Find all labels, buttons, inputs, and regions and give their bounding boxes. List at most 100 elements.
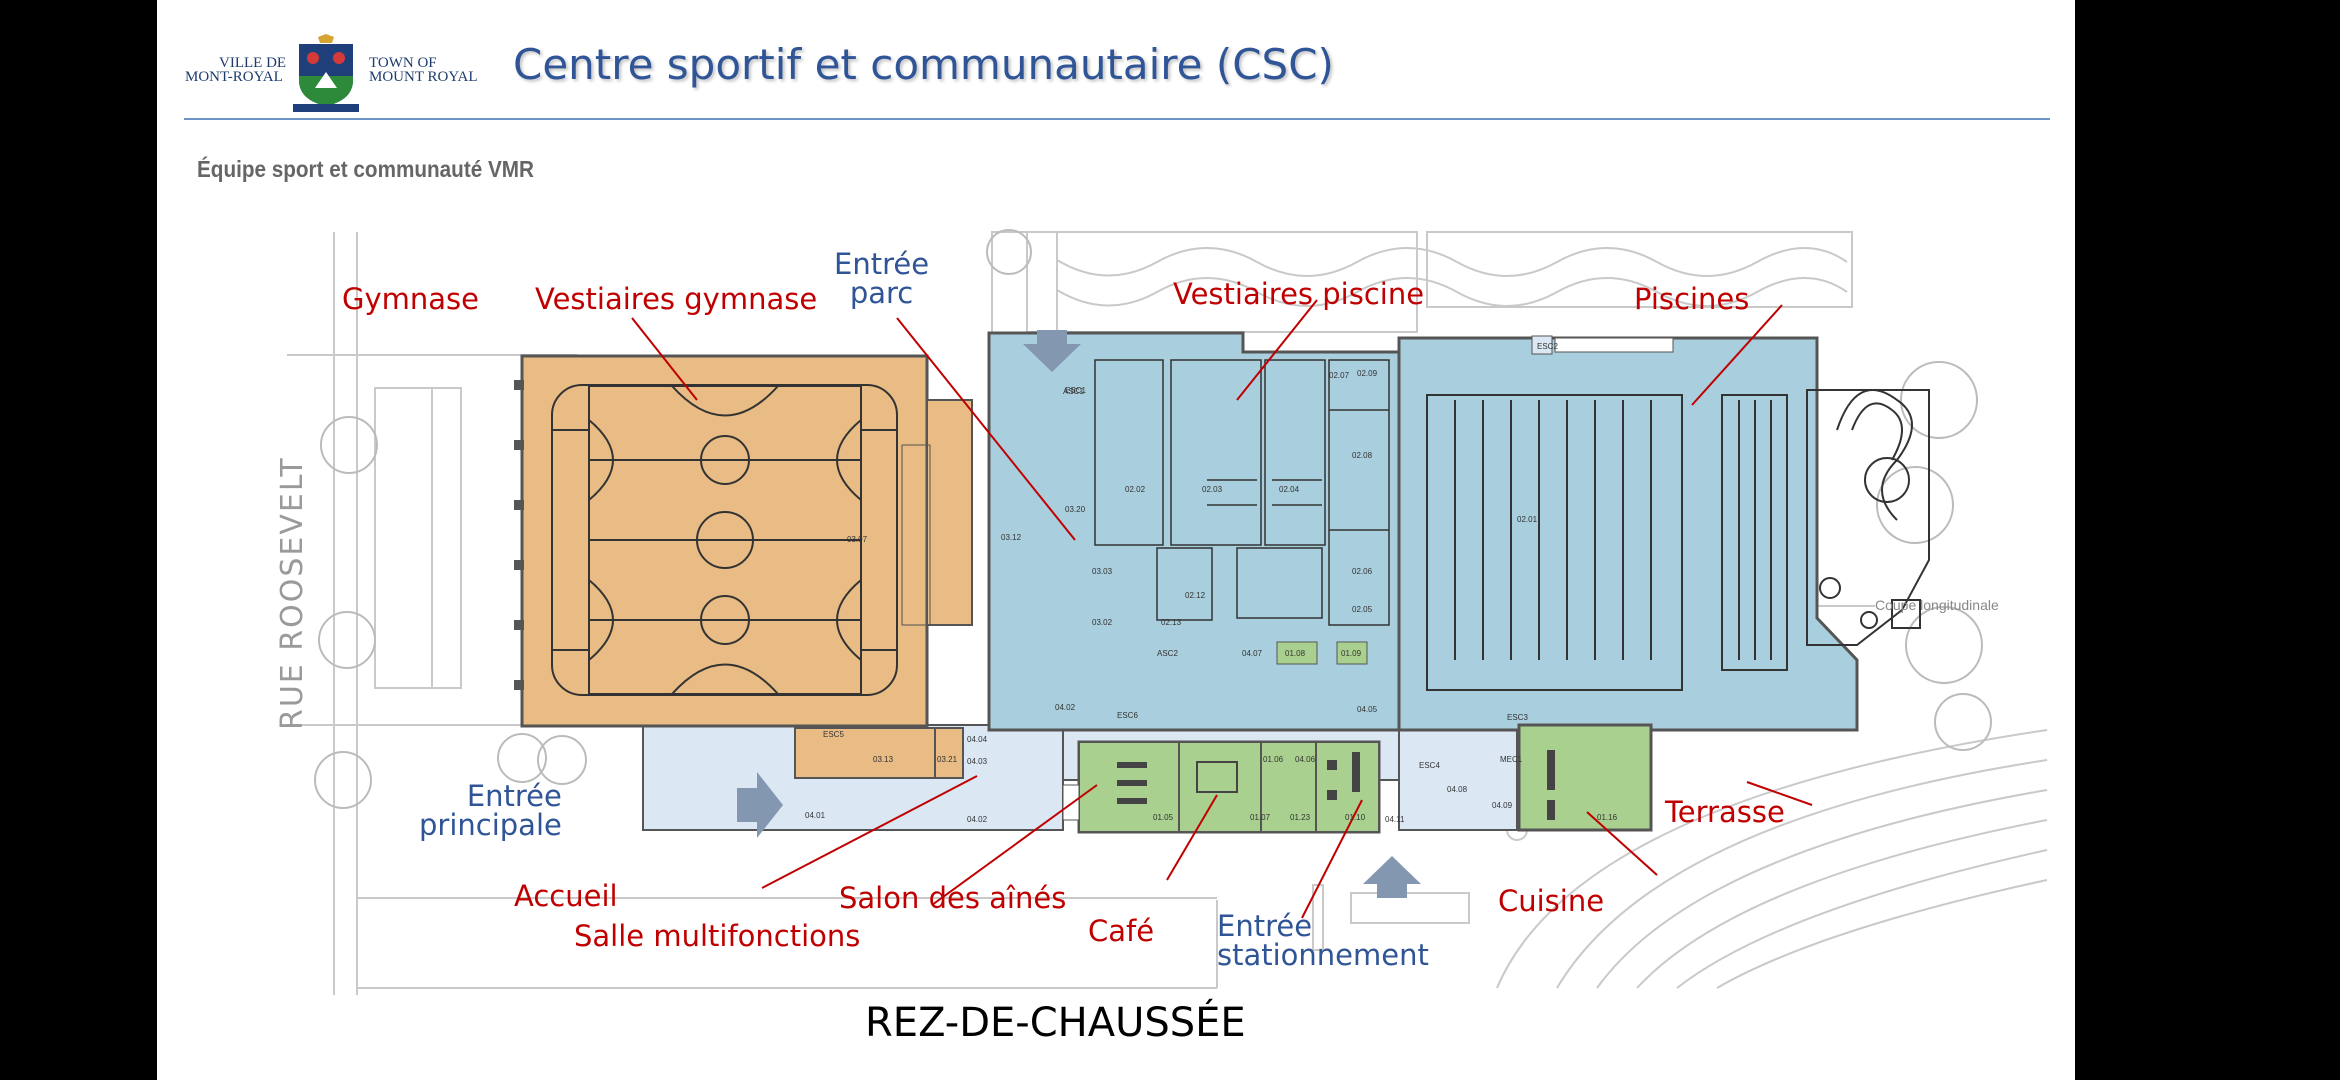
room-code-0205: 02.05: [1352, 605, 1373, 614]
logo-text-mont-royal: MONT-ROYAL: [185, 69, 283, 85]
label-entree-stationnement: Entrée stationnement: [1217, 912, 1429, 970]
callout-lines: [631, 299, 1813, 919]
label-entree-parc-line1: Entrée: [834, 247, 930, 281]
bleachers: [901, 444, 931, 626]
label-entree-principale: Entrée principale: [419, 782, 562, 840]
floor-label: REZ-DE-CHAUSSÉE: [865, 1000, 1246, 1046]
section-label: Coupe longitudinale: [1875, 597, 1999, 613]
room-0313: [794, 727, 936, 779]
room-code-mec: MEC1: [1500, 755, 1523, 764]
coat-of-arms-icon: [293, 34, 359, 112]
room-code-asc1: ASC1: [1063, 387, 1084, 396]
lap-pool: [1426, 394, 1683, 691]
slide: VILLE DE MONT-ROYAL TOWN OF MOUNT ROYAL …: [157, 0, 2075, 1080]
room-code-0206: 02.06: [1352, 567, 1373, 576]
room-code-0405: 04.05: [1357, 705, 1378, 714]
room-code-0302: 03.02: [1092, 618, 1113, 627]
label-salon-aines: Salon des aînés: [839, 881, 1067, 915]
label-cafe: Café: [1088, 914, 1155, 948]
street-label: RUE ROOSEVELT: [275, 456, 310, 730]
room-code-esc3: ESC3: [1507, 713, 1528, 722]
room-code-0123: 01.23: [1290, 813, 1311, 822]
room-code-gym: 03.07: [847, 535, 868, 544]
room-code-0406: 04.06: [1295, 755, 1316, 764]
room-code-0313: 03.13: [873, 755, 894, 764]
room-code-0403: 04.03: [967, 757, 988, 766]
furniture: [1117, 750, 1555, 820]
room-code-0207: 02.07: [1329, 371, 1350, 380]
room-code-0404: 04.04: [967, 735, 988, 744]
ground-floor-plan: 03.07 03.12 03.03 03.02 03.20 03.13 03.2…: [287, 229, 2048, 995]
room-code-0401: 04.01: [805, 811, 826, 820]
room-code-0116: 01.16: [1597, 813, 1618, 822]
room-code-0209: 02.09: [1357, 369, 1378, 378]
team-subtitle: Équipe sport et communauté VMR: [197, 156, 534, 182]
esc2-box: [1531, 335, 1553, 355]
corridor-0312: [926, 399, 973, 626]
room-code-0106: 01.06: [1263, 755, 1284, 764]
leisure-pool: [1721, 389, 1930, 671]
room-code-esc6: ESC6: [1117, 711, 1138, 720]
header-divider: [184, 118, 2050, 120]
pool-locker-rooms: [1094, 359, 1390, 626]
page-title: Centre sportif et communautaire (CSC): [513, 40, 1334, 89]
room-code-esc4: ESC4: [1419, 761, 1440, 770]
pool-hall: [1397, 336, 1859, 732]
room-code-0201: 02.01: [1517, 515, 1538, 524]
room-code-esc1: ESC1: [1065, 386, 1086, 395]
entrance-arrows: [737, 330, 1421, 898]
room-code-0320: 03.20: [1065, 505, 1086, 514]
room-0123: [1260, 741, 1317, 833]
room-code-0411: 04.11: [1385, 815, 1405, 824]
room-code-0303: 03.03: [1092, 567, 1113, 576]
label-entree-stationnement-line1: Entrée: [1217, 909, 1313, 943]
pool-lockers-zone: [987, 331, 1401, 732]
room-code-0312: 03.12: [1001, 533, 1022, 542]
room-0108: [1276, 641, 1318, 665]
room-code-0407: 04.07: [1242, 649, 1263, 658]
label-piscines: Piscines: [1634, 282, 1750, 316]
cafe-room: [1315, 741, 1380, 833]
label-vestiaires-gymnase: Vestiaires gymnase: [535, 282, 818, 316]
room-code-0402b: 04.02: [1055, 703, 1076, 712]
logo-text-ville: VILLE DE: [219, 55, 287, 71]
kitchen-room: [1517, 723, 1653, 832]
label-gymnase: Gymnase: [342, 282, 479, 316]
pool-north-wall: [1554, 337, 1674, 353]
room-code-esc2: ESC2: [1537, 342, 1558, 351]
room-code-0105: 01.05: [1153, 813, 1174, 822]
room-code-0321: 03.21: [937, 755, 958, 764]
room-code-0107: 01.07: [1250, 813, 1271, 822]
trees: [314, 229, 1992, 809]
room-code-0202: 02.02: [1125, 485, 1146, 494]
label-salle-multifonctions: Salle multifonctions: [574, 919, 861, 953]
town-logo: VILLE DE MONT-ROYAL TOWN OF MOUNT ROYAL: [185, 34, 485, 114]
label-entree-parc: Entrée parc: [834, 250, 929, 308]
room-code-0213: 02.13: [1161, 618, 1182, 627]
room-code-0408: 04.08: [1447, 785, 1468, 794]
room-code-0402: 04.02: [967, 815, 988, 824]
gym-pillars: [514, 380, 524, 690]
room-0321: [934, 727, 964, 779]
room-code-0110: 01.10: [1345, 813, 1366, 822]
room-code-0108: 01.08: [1285, 649, 1306, 658]
room-0109: [1336, 641, 1368, 665]
room-codes: 03.07 03.12 03.03 03.02 03.20 03.13 03.2…: [805, 342, 1618, 824]
basketball-courts: [551, 384, 898, 696]
room-code-0109: 01.09: [1341, 649, 1362, 658]
logo-text-mount-royal: MOUNT ROYAL: [369, 69, 478, 85]
room-code-0409: 04.09: [1492, 801, 1513, 810]
seniors-lounge: [1178, 741, 1262, 833]
label-entree-principale-line2: principale: [419, 808, 562, 842]
logo-text-town-of: TOWN OF: [369, 55, 437, 71]
label-entree-parc-line2: parc: [849, 276, 914, 310]
room-code-asc2: ASC2: [1157, 649, 1178, 658]
room-code-0212: 02.12: [1185, 591, 1206, 600]
label-entree-stationnement-line2: stationnement: [1217, 938, 1429, 972]
label-vestiaires-piscine: Vestiaires piscine: [1173, 277, 1425, 311]
room-code-0204: 02.04: [1279, 485, 1300, 494]
circulation-east: [1398, 719, 1518, 831]
room-code-esc5: ESC5: [823, 730, 844, 739]
label-terrasse: Terrasse: [1665, 795, 1785, 829]
label-accueil: Accueil: [514, 879, 618, 913]
